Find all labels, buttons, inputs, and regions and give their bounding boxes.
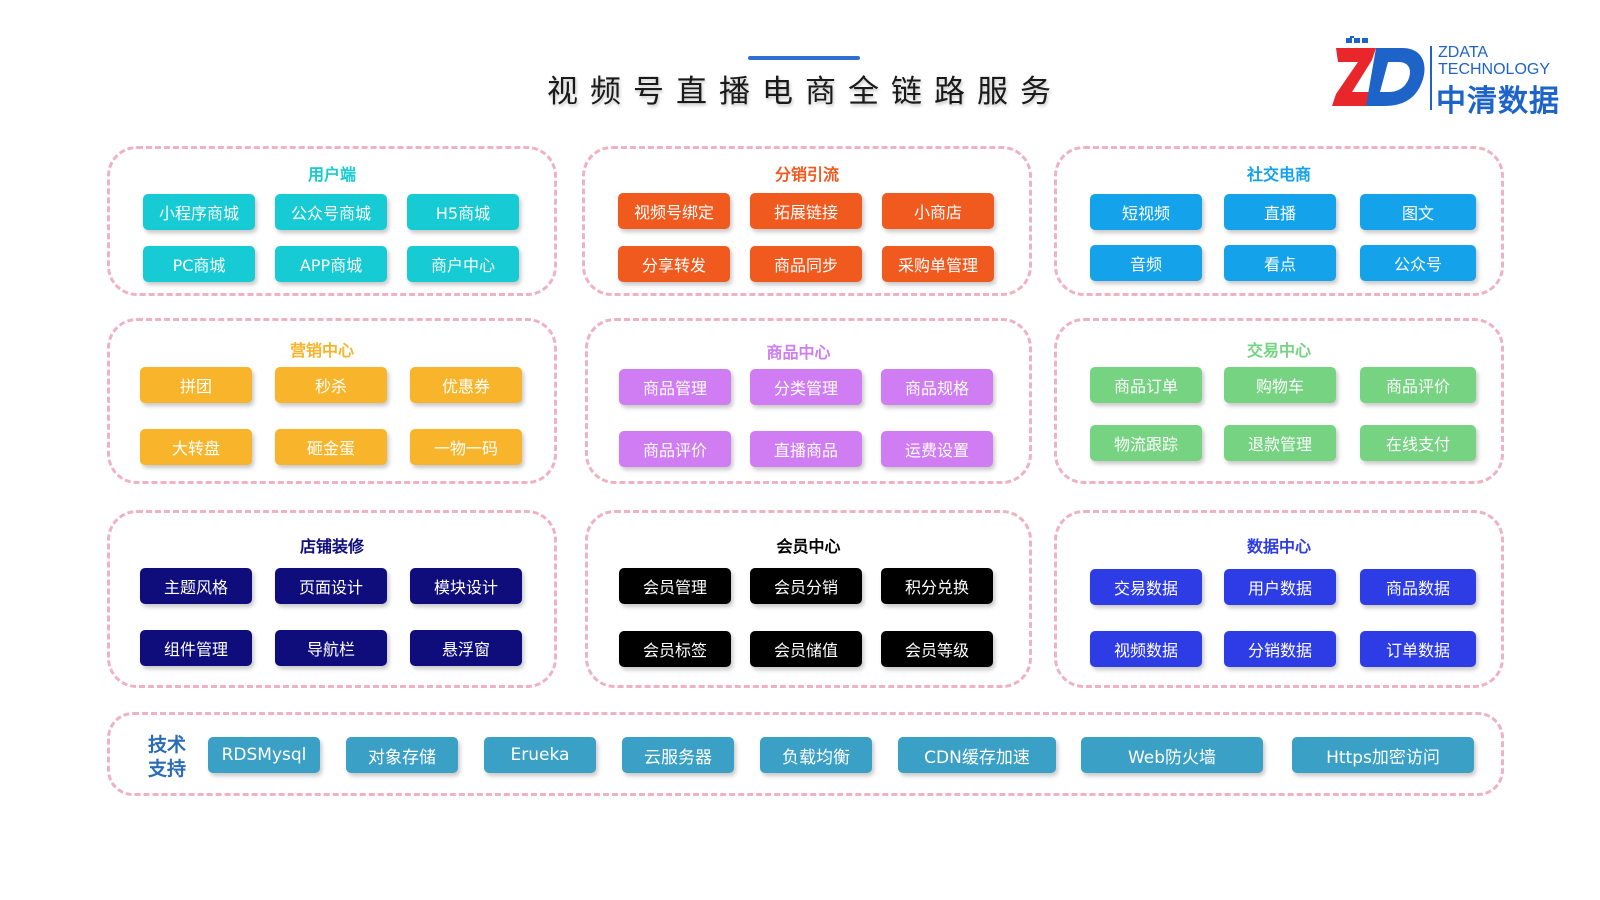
chip-product-spec[interactable]: 商品规格	[881, 369, 993, 405]
logo-english-name: ZDATA TECHNOLOGY	[1438, 44, 1550, 78]
company-logo: ZDATA TECHNOLOGY 中清数据	[1332, 36, 1572, 119]
chip-image-text[interactable]: 图文	[1360, 194, 1476, 230]
panel-marketing-center: 营销中心 拼团 秒杀 优惠券 大转盘 砸金蛋 一物一码	[107, 318, 557, 484]
chip-product-order[interactable]: 商品订单	[1090, 367, 1202, 403]
panel-product-center: 商品中心 商品管理 分类管理 商品规格 商品评价 直播商品 运费设置	[585, 318, 1032, 484]
chip-app-mall[interactable]: APP商城	[275, 246, 387, 282]
tech-label-line2: 支持	[147, 758, 186, 780]
chip-big-wheel[interactable]: 大转盘	[140, 429, 252, 465]
panel-title: 交易中心	[1246, 341, 1311, 360]
tech-label-line1: 技术	[147, 734, 186, 756]
title-accent-bar	[748, 56, 860, 60]
chip-theme-style[interactable]: 主题风格	[140, 568, 252, 604]
chip-one-item-one-code[interactable]: 一物一码	[410, 429, 522, 465]
chip-online-payment[interactable]: 在线支付	[1360, 425, 1476, 461]
chip-cloud-server[interactable]: 云服务器	[622, 737, 734, 773]
chip-component-management[interactable]: 组件管理	[140, 630, 252, 666]
logo-en-line1: ZDATA	[1438, 44, 1489, 61]
chip-member-stored-value[interactable]: 会员储值	[750, 631, 862, 667]
panel-data-center: 数据中心 交易数据 用户数据 商品数据 视频数据 分销数据 订单数据	[1054, 510, 1504, 688]
chip-load-balancing[interactable]: 负载均衡	[760, 737, 872, 773]
chip-product-review[interactable]: 商品评价	[619, 431, 731, 467]
chip-object-storage[interactable]: 对象存储	[346, 737, 458, 773]
chip-distribution-data[interactable]: 分销数据	[1224, 631, 1336, 667]
chip-product-sync[interactable]: 商品同步	[750, 246, 862, 282]
chip-cdn-cache[interactable]: CDN缓存加速	[898, 737, 1056, 773]
zdata-logo-mark-icon	[1332, 36, 1425, 106]
chip-video-data[interactable]: 视频数据	[1090, 631, 1202, 667]
panel-title: 商品中心	[766, 343, 831, 362]
panel-title: 社交电商	[1246, 165, 1311, 184]
chip-share-forward[interactable]: 分享转发	[618, 246, 730, 282]
chip-floating-window[interactable]: 悬浮窗	[410, 630, 522, 666]
chip-live[interactable]: 直播	[1224, 194, 1336, 230]
chip-member-management[interactable]: 会员管理	[619, 568, 731, 604]
chip-rds-mysql[interactable]: RDSMysql	[208, 737, 320, 773]
panel-title: 用户端	[307, 165, 356, 184]
chip-merchant-center[interactable]: 商户中心	[407, 246, 519, 282]
panel-social-commerce: 社交电商 短视频 直播 图文 音频 看点 公众号	[1054, 146, 1504, 296]
logo-en-line2: TECHNOLOGY	[1438, 61, 1551, 78]
chip-order-data[interactable]: 订单数据	[1360, 631, 1476, 667]
chip-erueka[interactable]: Erueka	[484, 737, 596, 773]
chip-watch-point[interactable]: 看点	[1224, 245, 1336, 281]
panel-title: 分销引流	[774, 165, 839, 184]
chip-product-management[interactable]: 商品管理	[619, 369, 731, 405]
chip-group-buy[interactable]: 拼团	[140, 367, 252, 403]
chip-short-video[interactable]: 短视频	[1090, 194, 1202, 230]
chip-points-exchange[interactable]: 积分兑换	[881, 568, 993, 604]
chip-audio[interactable]: 音频	[1090, 245, 1202, 281]
page-title: 视频号直播电商全链路服务	[547, 74, 1063, 110]
chip-official-account-mall[interactable]: 公众号商城	[275, 194, 387, 230]
chip-golden-egg[interactable]: 砸金蛋	[275, 429, 387, 465]
chip-refund-management[interactable]: 退款管理	[1224, 425, 1336, 461]
chip-product-data[interactable]: 商品数据	[1360, 569, 1476, 605]
chip-mini-program-mall[interactable]: 小程序商城	[143, 194, 255, 230]
chip-shopping-cart[interactable]: 购物车	[1224, 367, 1336, 403]
chip-member-level[interactable]: 会员等级	[881, 631, 993, 667]
chip-product-review[interactable]: 商品评价	[1360, 367, 1476, 403]
chip-web-firewall[interactable]: Web防火墙	[1081, 737, 1263, 773]
panel-user-end: 用户端 小程序商城 公众号商城 H5商城 PC商城 APP商城 商户中心	[107, 146, 557, 296]
chip-trade-data[interactable]: 交易数据	[1090, 569, 1202, 605]
logo-chinese-name: 中清数据	[1436, 84, 1560, 119]
panel-trade-center: 交易中心 商品订单 购物车 商品评价 物流跟踪 退款管理 在线支付	[1054, 318, 1504, 484]
chip-user-data[interactable]: 用户数据	[1224, 569, 1336, 605]
chip-member-tag[interactable]: 会员标签	[619, 631, 731, 667]
panel-title: 营销中心	[289, 341, 354, 360]
panel-store-decoration: 店铺装修 主题风格 页面设计 模块设计 组件管理 导航栏 悬浮窗	[107, 510, 557, 688]
chip-flash-sale[interactable]: 秒杀	[275, 367, 387, 403]
chip-mini-shop[interactable]: 小商店	[882, 193, 994, 229]
panel-title: 会员中心	[776, 537, 841, 556]
panel-title: 数据中心	[1246, 537, 1311, 556]
chip-extend-link[interactable]: 拓展链接	[750, 193, 862, 229]
panel-distribution: 分销引流 视频号绑定 拓展链接 小商店 分享转发 商品同步 采购单管理	[582, 146, 1032, 296]
tech-support-label: 技术 支持	[146, 733, 188, 781]
chip-official-account[interactable]: 公众号	[1360, 245, 1476, 281]
chip-video-binding[interactable]: 视频号绑定	[618, 193, 730, 229]
chip-navigation-bar[interactable]: 导航栏	[275, 630, 387, 666]
panel-member-center: 会员中心 会员管理 会员分销 积分兑换 会员标签 会员储值 会员等级	[585, 510, 1032, 688]
chip-member-distribution[interactable]: 会员分销	[750, 568, 862, 604]
chip-logistics-tracking[interactable]: 物流跟踪	[1090, 425, 1202, 461]
chip-coupon[interactable]: 优惠券	[410, 367, 522, 403]
chip-h5-mall[interactable]: H5商城	[407, 194, 519, 230]
chip-page-design[interactable]: 页面设计	[275, 568, 387, 604]
logo-divider	[1430, 46, 1432, 110]
chip-shipping-settings[interactable]: 运费设置	[881, 431, 993, 467]
chip-category-management[interactable]: 分类管理	[750, 369, 862, 405]
chip-pc-mall[interactable]: PC商城	[143, 246, 255, 282]
panel-title: 店铺装修	[299, 537, 364, 556]
chip-module-design[interactable]: 模块设计	[410, 568, 522, 604]
chip-live-product[interactable]: 直播商品	[750, 431, 862, 467]
chip-purchase-order[interactable]: 采购单管理	[882, 246, 994, 282]
panel-tech-support: 技术 支持 RDSMysql 对象存储 Erueka 云服务器 负载均衡 CDN…	[107, 712, 1504, 796]
chip-https-encryption[interactable]: Https加密访问	[1292, 737, 1474, 773]
